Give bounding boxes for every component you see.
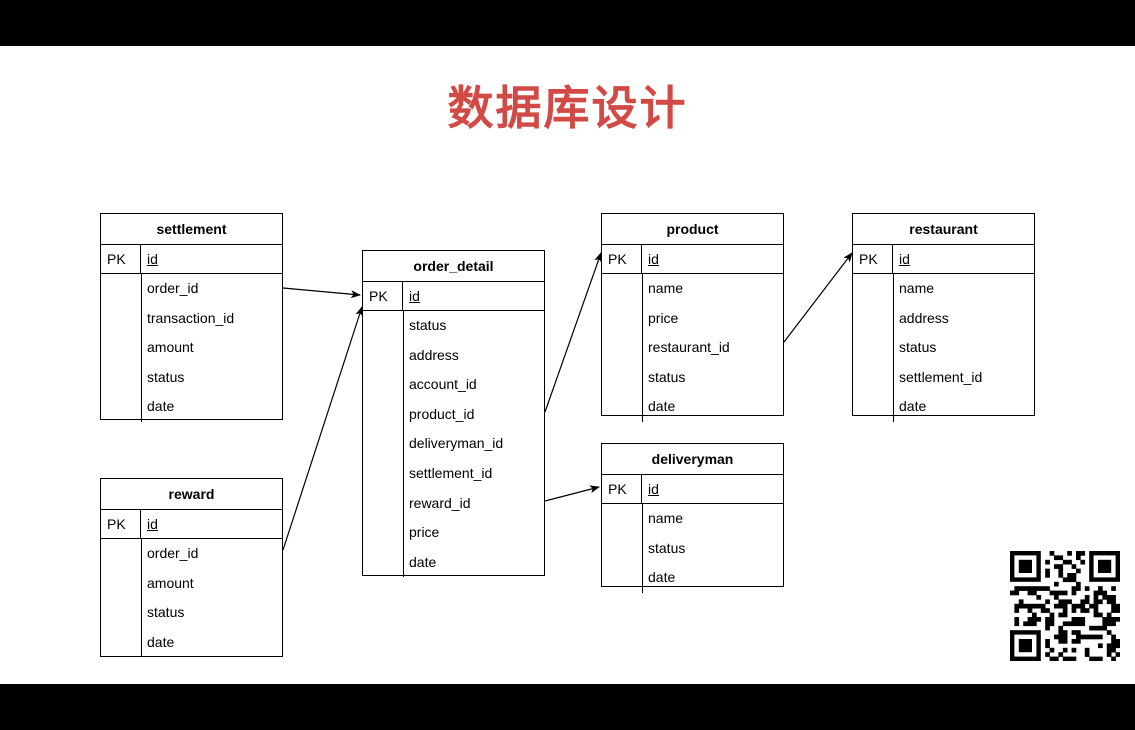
entity-title: deliveryman bbox=[602, 444, 783, 475]
field-row: price bbox=[409, 524, 440, 541]
field-row: date bbox=[648, 398, 676, 415]
entity-title: settlement bbox=[101, 214, 282, 245]
entity-title: order_detail bbox=[363, 251, 544, 282]
pk-label: PK bbox=[602, 245, 642, 273]
field-row: date bbox=[147, 633, 175, 650]
pk-label: PK bbox=[363, 282, 403, 310]
field-row: status bbox=[899, 339, 937, 356]
primary-key-row: PK id bbox=[602, 245, 783, 274]
field-row: name bbox=[648, 510, 684, 526]
field-row: settlement_id bbox=[409, 464, 493, 481]
field-row: address bbox=[899, 309, 949, 326]
pk-field: id bbox=[899, 251, 910, 267]
primary-key-row: PK id bbox=[101, 510, 282, 539]
relation-order-detail-deliveryman bbox=[544, 485, 600, 502]
field-row: transaction_id bbox=[147, 309, 235, 326]
entity-title: restaurant bbox=[853, 214, 1034, 245]
relation-order-detail-product bbox=[544, 252, 602, 413]
field-row: name bbox=[648, 280, 684, 296]
relation-reward-order-detail bbox=[282, 306, 364, 551]
relation-settlement-order-detail bbox=[282, 287, 361, 299]
field-row: price bbox=[648, 309, 679, 326]
field-row: date bbox=[899, 398, 927, 415]
field-row: status bbox=[648, 539, 686, 556]
qr-code-icon bbox=[1010, 551, 1121, 662]
field-row: status bbox=[147, 604, 185, 621]
field-row: date bbox=[147, 398, 175, 415]
field-row: order_id bbox=[147, 280, 199, 296]
field-row: address bbox=[409, 346, 459, 363]
field-list: name status date bbox=[602, 504, 783, 593]
field-row: restaurant_id bbox=[648, 339, 730, 356]
relation-product-restaurant bbox=[783, 252, 853, 343]
field-row: status bbox=[147, 368, 185, 385]
entity-title: reward bbox=[101, 479, 282, 510]
pk-label: PK bbox=[602, 475, 642, 503]
pk-label: PK bbox=[101, 510, 141, 538]
pk-field: id bbox=[648, 481, 659, 497]
field-row: reward_id bbox=[409, 494, 471, 511]
primary-key-row: PK id bbox=[363, 282, 544, 311]
field-row: date bbox=[409, 553, 437, 570]
entity-title: product bbox=[602, 214, 783, 245]
field-row: date bbox=[648, 569, 676, 586]
field-row: name bbox=[899, 280, 935, 296]
field-row: order_id bbox=[147, 545, 199, 561]
field-row: account_id bbox=[409, 376, 477, 393]
pk-field: id bbox=[409, 288, 420, 304]
page-title: 数据库设计 bbox=[447, 81, 688, 135]
field-row: status bbox=[648, 368, 686, 385]
pk-field: id bbox=[147, 251, 158, 267]
primary-key-row: PK id bbox=[101, 245, 282, 274]
field-row: amount bbox=[147, 574, 194, 591]
pk-label: PK bbox=[853, 245, 893, 273]
field-row: deliveryman_id bbox=[409, 435, 504, 452]
pk-field: id bbox=[648, 251, 659, 267]
field-row: product_id bbox=[409, 405, 475, 422]
field-row: amount bbox=[147, 339, 194, 356]
field-row: settlement_id bbox=[899, 368, 983, 385]
primary-key-row: PK id bbox=[602, 475, 783, 504]
pk-field: id bbox=[147, 516, 158, 532]
pk-label: PK bbox=[101, 245, 141, 273]
primary-key-row: PK id bbox=[853, 245, 1034, 274]
field-row: status bbox=[409, 317, 447, 333]
